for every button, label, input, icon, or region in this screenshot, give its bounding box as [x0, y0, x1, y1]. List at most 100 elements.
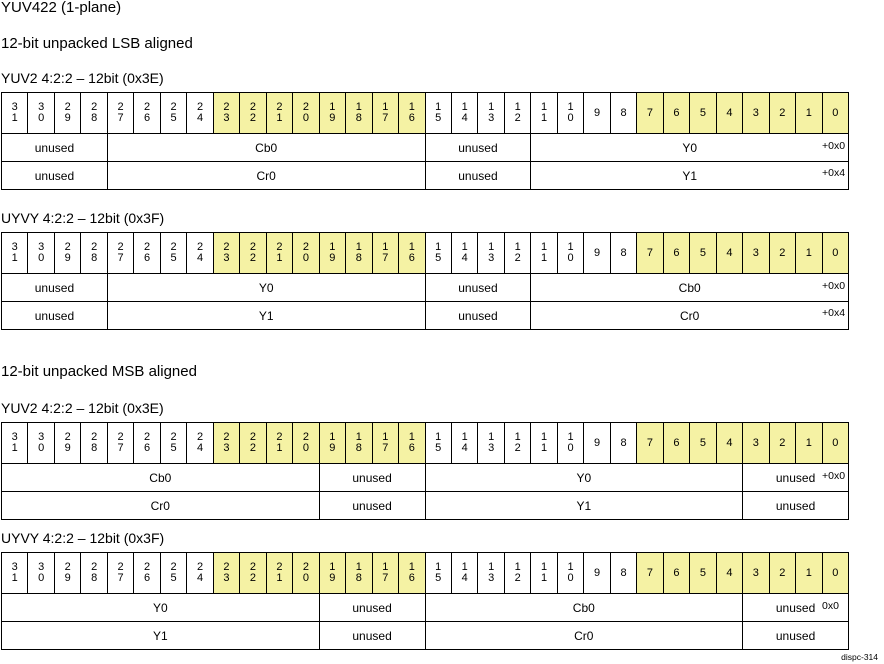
bit-cell-2: 2	[768, 552, 797, 594]
offset-label: +0x4	[822, 307, 846, 319]
field-cell-y1: Y1	[530, 161, 849, 190]
bit-digit: 2	[249, 561, 257, 573]
bit-digit: 4	[726, 436, 733, 449]
bit-cell-7: 7	[636, 232, 664, 274]
bit-digit: 0	[567, 442, 574, 454]
bit-digit: 2	[276, 431, 283, 443]
bit-digit: 1	[382, 431, 389, 443]
field-cell-unused: unused	[424, 133, 532, 162]
bit-digit: 0	[832, 106, 839, 119]
bit-cell-6: 6	[662, 232, 691, 274]
offset-label	[822, 490, 845, 517]
bit-digit: 1	[541, 112, 548, 124]
offset-labels: +0x0 +0x4	[822, 273, 845, 327]
bit-digit: 2	[302, 561, 309, 573]
bit-digit: 5	[170, 252, 177, 264]
bit-digit: 1	[488, 431, 495, 443]
bit-digit: 5	[170, 442, 177, 454]
bit-digit: 1	[567, 101, 574, 113]
offset-label: +0x0	[822, 280, 846, 292]
figure-tag: dispc-314	[841, 652, 878, 662]
bit-digit: 6	[144, 112, 151, 124]
bit-digit: 3	[38, 101, 45, 113]
bit-digit: 2	[302, 431, 309, 443]
bit-digit: 4	[726, 106, 733, 119]
bit-digit: 1	[276, 442, 283, 454]
bit-cell-1: 1	[795, 552, 823, 594]
bit-digit: 2	[196, 101, 204, 113]
bit-digit: 4	[196, 442, 204, 454]
bit-digit: 1	[488, 241, 495, 253]
bit-digit: 9	[593, 106, 601, 119]
bit-digit: 4	[196, 572, 204, 584]
bit-digit: 2	[91, 101, 98, 113]
field-cell-cr0: Cr0	[530, 301, 849, 330]
bit-digit: 7	[382, 442, 389, 454]
bit-digit: 8	[355, 252, 362, 264]
bit-digit: 2	[276, 101, 283, 113]
bit-digit: 2	[91, 241, 98, 253]
bit-digit: 1	[541, 561, 548, 573]
bit-digit: 1	[355, 561, 362, 573]
offset-labels: +0x0+0x4	[822, 133, 845, 187]
bit-digit: 2	[64, 561, 71, 573]
bit-digit: 1	[408, 561, 415, 573]
field-cell-unused: unused	[318, 491, 426, 520]
bit-digit: 8	[355, 572, 362, 584]
bit-digit: 1	[382, 101, 389, 113]
bit-digit: 0	[832, 246, 839, 259]
bit-digit: 1	[541, 252, 548, 264]
bit-digit: 2	[196, 561, 204, 573]
field-cell-unused: unused	[1, 273, 108, 302]
bit-digit: 8	[620, 436, 627, 449]
bit-digit: 2	[514, 112, 521, 124]
field-cell-unused: unused	[424, 301, 532, 330]
bit-digit: 0	[302, 252, 309, 264]
bit-digit: 2	[144, 101, 151, 113]
bit-cell-9: 9	[583, 552, 611, 594]
bit-digit: 6	[408, 442, 415, 454]
bit-digit: 5	[699, 106, 706, 119]
format-block-title: UYVY 4:2:2 – 12bit (0x3F)	[1, 530, 165, 546]
field-cell-unused: unused	[1, 133, 108, 162]
bit-digit: 3	[488, 112, 495, 124]
bit-digit: 9	[593, 436, 601, 449]
bit-digit: 1	[567, 241, 574, 253]
bit-digit: 1	[567, 561, 574, 573]
bit-digit: 3	[752, 566, 759, 579]
bit-digit: 1	[488, 561, 495, 573]
bit-digit: 5	[699, 246, 706, 259]
bit-cell-5: 5	[689, 232, 717, 274]
bit-digit: 2	[249, 252, 257, 264]
bit-digit: 2	[223, 241, 230, 253]
bit-digit: 1	[514, 241, 521, 253]
bit-cell-7: 7	[636, 552, 664, 594]
bit-digit: 7	[382, 572, 389, 584]
bit-digit: 3	[38, 561, 45, 573]
